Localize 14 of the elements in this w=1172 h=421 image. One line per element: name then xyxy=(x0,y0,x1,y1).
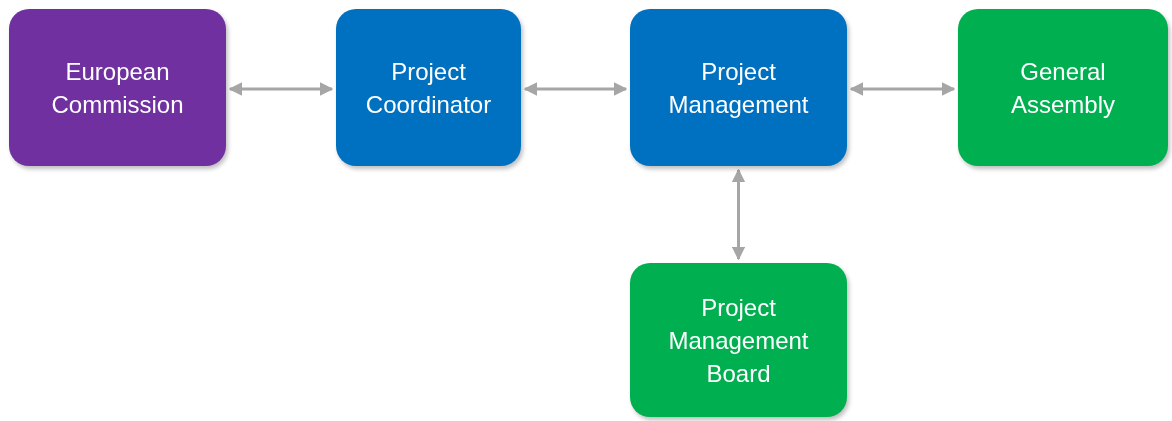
rounded-box xyxy=(336,9,521,166)
box-label: Project Management xyxy=(667,56,810,120)
rounded-box xyxy=(958,9,1168,166)
double-arrow xyxy=(228,82,334,96)
rounded-box xyxy=(630,263,847,417)
rounded-box xyxy=(9,9,226,166)
box-label: Project Management Board xyxy=(667,292,810,389)
double-arrow xyxy=(731,168,746,261)
double-arrow xyxy=(849,82,956,96)
double-arrow xyxy=(523,82,628,96)
box-label: General Assembly xyxy=(1010,56,1116,120)
box-label: European Commission xyxy=(50,56,185,120)
box-label: Project Coordinator xyxy=(364,56,493,120)
rounded-box xyxy=(630,9,847,166)
